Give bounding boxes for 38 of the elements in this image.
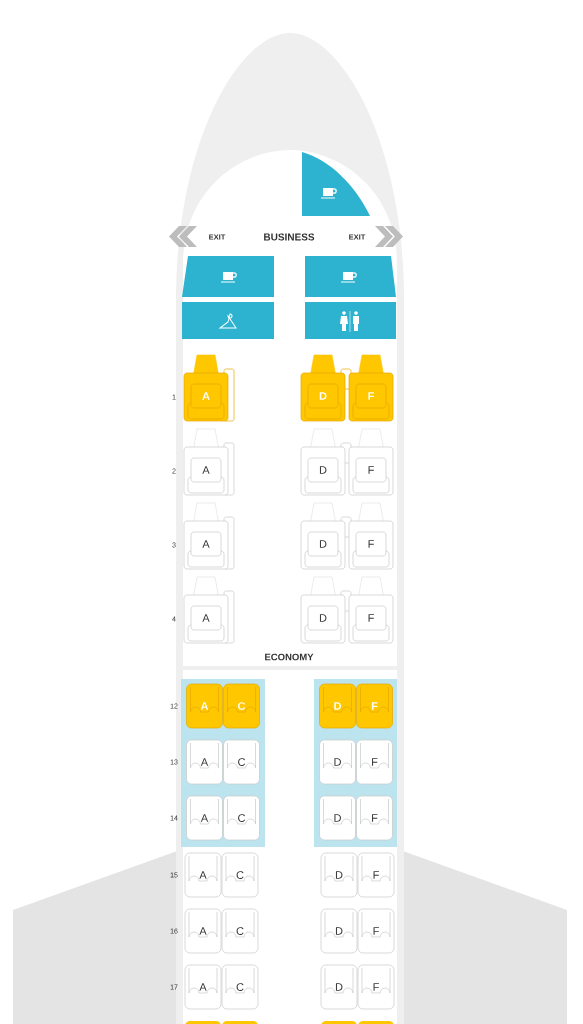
seat: A [184,964,222,1010]
seat: D [300,502,352,570]
seat: D [319,683,356,729]
seat: F [348,428,394,496]
seat: A [183,354,235,422]
seat: F [357,964,395,1010]
seat: F [356,795,393,841]
seat: A [184,908,222,954]
seat: C [223,683,260,729]
seat: D [320,852,358,898]
seat: D [320,908,358,954]
seat: C [221,964,259,1010]
cabin-label: BUSINESS [264,233,315,241]
seat: A [186,795,223,841]
seat: A [183,428,235,496]
seat: F [348,354,394,422]
seat: F [356,739,393,785]
seat: A [183,502,235,570]
seat: F [357,852,395,898]
seat: F [357,908,395,954]
seat: F [356,683,393,729]
seat: A [184,852,222,898]
cabin-label: ECONOMY [265,653,314,661]
seat: F [348,502,394,570]
seat: A [183,576,235,644]
seat: C [223,795,260,841]
seat: D [300,428,352,496]
seat: A [186,683,223,729]
seat: D [319,739,356,785]
seat: C [223,739,260,785]
seat: A [186,739,223,785]
seat: F [348,576,394,644]
seat: D [320,964,358,1010]
seat: C [221,908,259,954]
seat: D [300,576,352,644]
seat: D [300,354,352,422]
seat: D [319,795,356,841]
seat: C [221,852,259,898]
